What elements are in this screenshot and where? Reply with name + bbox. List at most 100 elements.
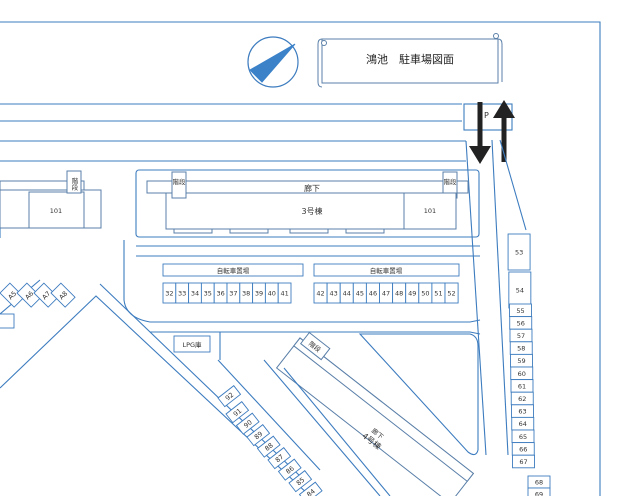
parking-slot-number: A5 [7, 290, 19, 302]
parking-slot: 60 [510, 366, 534, 381]
parking-slot-number: 87 [274, 453, 285, 464]
right-island [358, 333, 479, 456]
parking-slot-number: 53 [515, 249, 523, 257]
parking-slot: 89 [246, 424, 271, 447]
building-4-edge-c [217, 359, 321, 471]
parking-slot: 90 [235, 412, 260, 435]
parking-slot: 52 [444, 282, 459, 304]
parking-slot-number: 48 [395, 290, 403, 298]
right-road-1 [465, 140, 487, 456]
parking-slot-number: A8 [58, 290, 70, 302]
lpg-storage: LPG庫 [173, 332, 221, 360]
parking-slot-number: 90 [242, 418, 253, 429]
parking-slot: 65 [511, 429, 535, 444]
parking-slot-number: 38 [242, 290, 250, 298]
parking-slot-number: 61 [518, 382, 526, 390]
parking-slot-number: 33 [178, 290, 186, 298]
parking-slot-number: 51 [434, 290, 442, 298]
parking-slot: 35 [200, 282, 215, 304]
bike-parking: 自転車置場 自転車置場 [162, 263, 460, 277]
parking-slot: 38 [239, 282, 254, 304]
parking-slot: 53 [507, 233, 531, 271]
parking-slot-number: 63 [518, 408, 526, 416]
parking-slot: 50 [418, 282, 433, 304]
parking-slot-number: 49 [408, 290, 416, 298]
parking-slot-number: 55 [516, 307, 524, 315]
parking-slot: 47 [379, 282, 394, 304]
parking-slot: 37 [226, 282, 241, 304]
parking-slot: 39 [252, 282, 266, 304]
parking-slot-number: 88 [263, 441, 274, 452]
parking-slot: 56 [509, 316, 533, 330]
building-4-edge-b [263, 359, 381, 496]
parking-slot: 61 [510, 379, 534, 393]
parking-slot: 63 [511, 404, 534, 418]
parking-slot: 54 [508, 271, 532, 309]
parking-slot: 69 [527, 487, 551, 496]
parking-slot-number: 35 [204, 290, 212, 298]
parking-slot-number: 37 [229, 290, 237, 298]
parking-slot: A6 [16, 282, 42, 308]
parking-slot-number: 69 [535, 491, 543, 496]
building-4-edge [283, 367, 391, 496]
stairs-label-3a: 階段 [173, 177, 187, 186]
parking-slot: A5 [0, 282, 25, 308]
parking-slot: 36 [213, 282, 228, 304]
stairs-label-left: 階段 [70, 176, 78, 192]
building-3: 階段 階段 廊下 3号棟 101 [135, 169, 480, 238]
parking-slot: 58 [509, 341, 533, 355]
gate-mark: P [484, 111, 489, 120]
parking-slot: 44 [339, 282, 354, 304]
room-101-3: 101 [424, 207, 436, 215]
parking-slot-number: 50 [421, 290, 429, 298]
parking-slot: 87 [267, 447, 292, 470]
parking-slot-number: 58 [517, 345, 525, 353]
parking-slot: 41 [277, 282, 292, 304]
parking-slot: 55 [509, 303, 532, 318]
parking-slot-number: 84 [305, 487, 316, 496]
parking-slot: 67 [512, 454, 535, 469]
parking-slot-number: 56 [517, 319, 525, 327]
two-way-traffic-icon [469, 100, 515, 164]
parking-slot: 33 [175, 282, 190, 304]
parking-slot: 46 [365, 282, 380, 304]
north-arrow-icon [247, 36, 299, 88]
right-road-2 [491, 139, 509, 456]
parking-slot: 68 [527, 475, 551, 489]
building-3-label: 3号棟 [301, 206, 322, 216]
lpg-label: LPG庫 [182, 340, 202, 349]
parking-slot-number: 66 [519, 445, 527, 453]
parking-slot-number: 43 [330, 290, 338, 298]
room-101-left: 101 [50, 207, 62, 215]
building-left: 階段 101 [0, 170, 102, 238]
edge-box [0, 313, 15, 329]
parking-slot: 34 [188, 282, 202, 304]
right-road-3 [499, 139, 527, 231]
parking-slot: A8 [50, 282, 76, 308]
parking-slot-number: 41 [280, 290, 288, 298]
parking-slot: 88 [256, 435, 281, 458]
stairs-label-3b: 階段 [444, 177, 458, 186]
parking-slot-number: 40 [268, 290, 276, 298]
parking-slot-number: 85 [295, 476, 306, 487]
parking-slot-number: 89 [253, 430, 264, 441]
parking-slot: 62 [510, 391, 534, 406]
parking-slot: 86 [277, 458, 302, 481]
parking-slot-number: 47 [382, 290, 390, 298]
parking-slot: 43 [326, 282, 341, 304]
lot-outline-lower [150, 331, 481, 335]
title-plate: 鴻池 駐車場図面 [317, 33, 503, 88]
parking-slot-number: 91 [232, 407, 243, 418]
parking-slot: 48 [392, 282, 407, 304]
parking-slot: 45 [352, 282, 367, 304]
parking-slot-number: 44 [343, 290, 351, 298]
parking-slot-number: A7 [41, 290, 53, 302]
site-boundary [0, 21, 601, 496]
parking-slot: 66 [511, 442, 535, 456]
parking-slot-number: 36 [216, 290, 224, 298]
parking-slot: A7 [33, 282, 59, 308]
